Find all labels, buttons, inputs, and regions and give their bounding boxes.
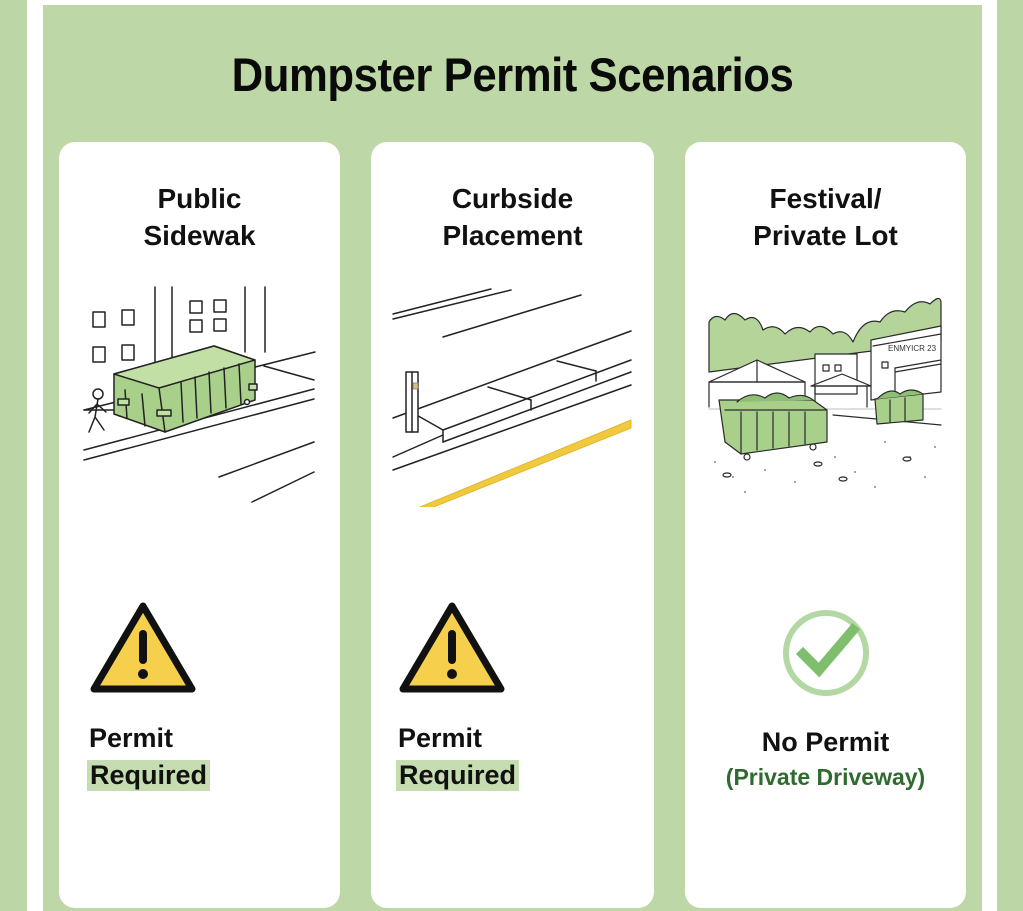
status-no-permit: No Permit (761, 727, 890, 757)
card-title-line2: Private Lot (753, 220, 898, 251)
status-line1: Permit (398, 723, 483, 753)
building-sign-text: ENMYICR 23 (888, 344, 937, 353)
card-title-line2: Sidewak (143, 220, 256, 251)
card-title-line2: Placement (442, 220, 583, 251)
card-title: Festival/ Private Lot (685, 180, 966, 254)
card-title: Public Sidewak (59, 180, 340, 254)
warning-icon (90, 602, 196, 693)
card-title: Curbside Placement (371, 180, 654, 254)
permit-status: Permit Required (396, 720, 520, 794)
page-title: Dumpster Permit Scenarios (231, 48, 794, 101)
scenario-card-festival-private-lot: Festival/ Private Lot ENMYICR 23 (685, 142, 966, 908)
left-border-strip (0, 0, 27, 911)
scenario-card-curbside: Curbside Placement (371, 142, 654, 908)
card-title-line1: Festival/ (769, 183, 882, 214)
status-line1: Permit (89, 723, 174, 753)
card-title-line1: Curbside (451, 183, 574, 214)
curbside-illustration (392, 288, 632, 507)
permit-status: No Permit (Private Driveway) (685, 724, 966, 794)
check-circle-icon (783, 610, 869, 696)
scenario-card-public-sidewalk: Public Sidewak (59, 142, 340, 908)
status-required-badge: Required (396, 760, 520, 791)
sidewalk-dumpster-illustration (83, 286, 316, 503)
status-required-badge: Required (87, 760, 211, 791)
permit-status: Permit Required (87, 720, 211, 794)
festival-lot-illustration: ENMYICR 23 (708, 297, 942, 493)
status-note: (Private Driveway) (725, 764, 926, 790)
card-title-line1: Public (157, 183, 242, 214)
infographic-panel: Dumpster Permit Scenarios Public Sidewak (43, 5, 982, 911)
warning-icon (399, 602, 505, 693)
right-border-strip (997, 0, 1023, 911)
